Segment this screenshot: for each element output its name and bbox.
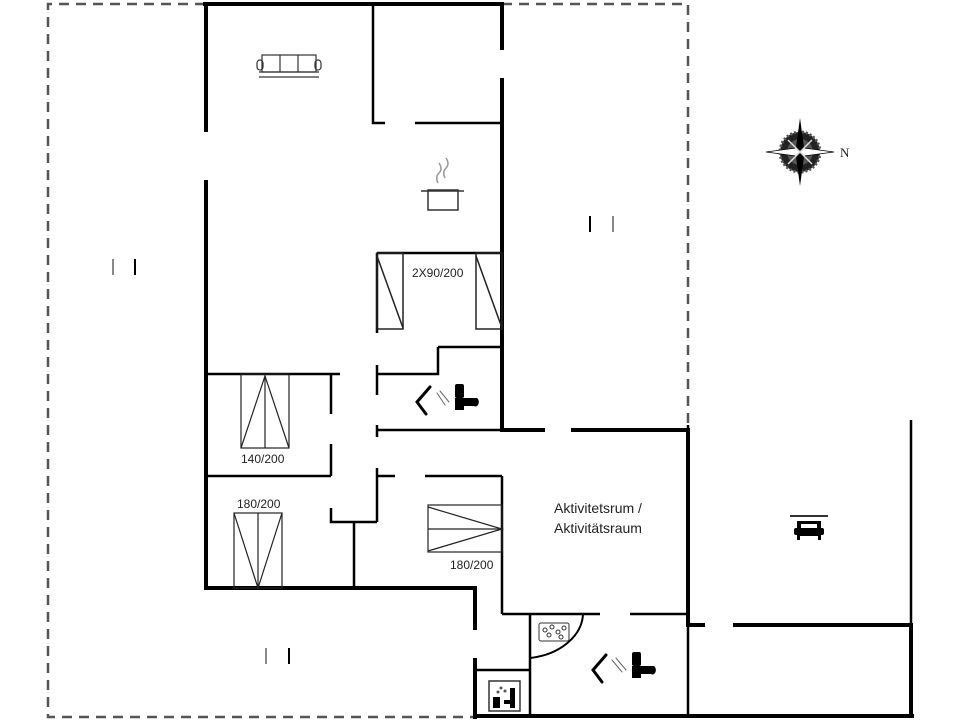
terrace-marker-icon [112,259,136,275]
bed-180-left [233,512,283,590]
bed-size-label: 180/200 [237,497,281,511]
carport-icon [790,515,828,540]
bed-size-label: 180/200 [450,558,494,572]
whirlpool-icon [538,622,570,642]
toilet-icon [455,384,479,410]
terrace-marker-icon [589,216,614,232]
shower-icon [415,385,450,416]
cooking-pot-icon [421,157,464,211]
activity-room-label-line2: Aktivitätsraum [554,520,642,536]
bed-size-label: 140/200 [241,452,285,466]
interior-walls [206,4,913,716]
compass-rose-icon [765,118,835,186]
bed-140 [240,373,290,449]
door-arc [529,613,584,659]
shower-icon [591,653,627,684]
activity-room-label-line1: Aktivitetsrum / [554,500,642,516]
terrace-outline [46,2,690,719]
sofa-icon [256,54,322,78]
bed-180-right [427,504,505,553]
bed-2x90 [376,252,503,330]
bed-size-label: 2X90/200 [412,266,464,280]
north-label: N [840,145,850,160]
activity-room-label: Aktivitetsrum / Aktivitätsraum [528,498,668,538]
toilet-icon [632,652,656,678]
sauna-icon [488,680,521,712]
terrace-marker-icon [265,648,290,664]
walls [203,2,914,719]
